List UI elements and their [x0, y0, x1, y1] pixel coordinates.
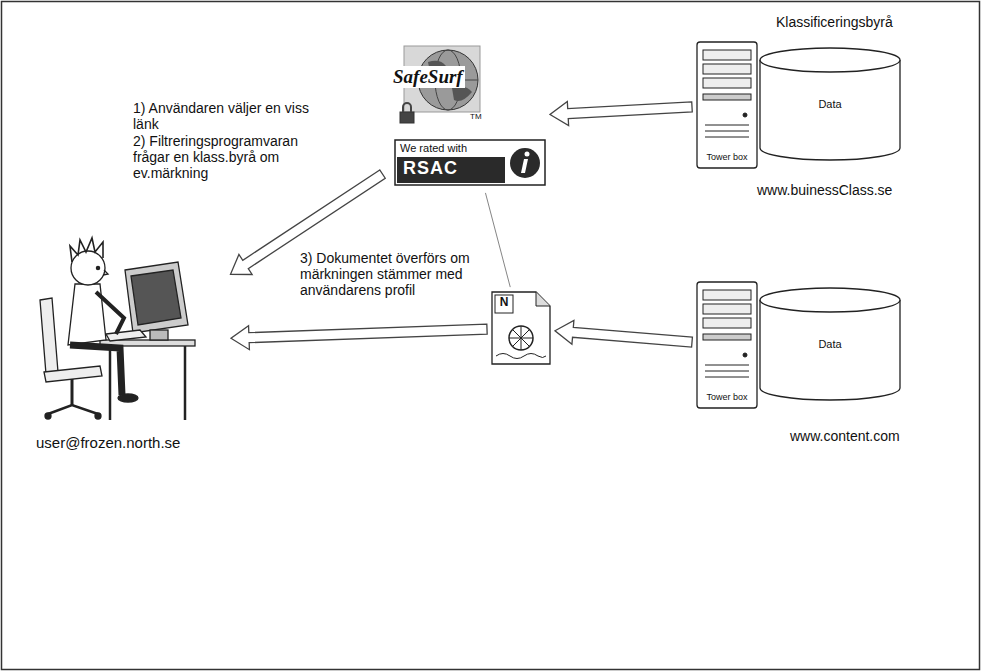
document-icon-part	[496, 354, 546, 359]
data-cylinder-part	[760, 60, 900, 160]
data-caption: Data	[818, 338, 841, 351]
server-tower-part	[703, 304, 751, 314]
server-tower-part	[743, 353, 747, 357]
rsac-badge-part	[397, 157, 505, 183]
server-tower-part	[703, 78, 751, 88]
user-illustration-part	[125, 262, 188, 333]
server-tower-part	[705, 125, 749, 126]
server-tower-part	[703, 64, 751, 74]
rsac-badge-part	[510, 148, 540, 178]
server-tower-part	[705, 137, 749, 138]
rsac-badge-part	[525, 152, 530, 157]
user-illustration-part	[103, 270, 108, 275]
data-cylinder-part	[760, 48, 900, 72]
user-illustration-part	[48, 405, 98, 414]
server-tower-part	[703, 290, 751, 300]
data-caption: Data	[818, 98, 841, 111]
data-cylinder	[760, 288, 900, 400]
user-illustration-part	[45, 413, 51, 419]
agency-title: Klassificeringsbyrå	[776, 14, 893, 30]
user-illustration-part	[96, 266, 99, 269]
badge-caption: We rated with	[400, 142, 467, 155]
site-address: www.content.com	[790, 428, 900, 444]
user-illustration-part	[70, 345, 122, 395]
document-icon-part	[509, 326, 533, 350]
server-tower-part	[703, 94, 751, 100]
trademark-mark: TM	[470, 112, 482, 121]
server-tower-box: Tower box	[695, 40, 759, 170]
user-illustration-part	[71, 251, 105, 285]
user-illustration-part	[96, 292, 124, 334]
safesurf-logo-part	[403, 103, 411, 112]
server-tower-part	[703, 334, 751, 340]
document-icon	[492, 292, 550, 364]
flow-arrow	[555, 320, 692, 347]
rating-badges: SafeSurf We rated withRSAC	[385, 48, 547, 190]
tower-caption: Tower box	[706, 152, 747, 162]
user-illustration-part	[40, 298, 58, 374]
user-illustration-part	[95, 413, 101, 419]
document-box: N	[490, 290, 552, 366]
step-note: 2) Filtreringsprogramvaran frågar en kla…	[133, 133, 333, 181]
link-line	[485, 193, 510, 287]
user-illustration	[40, 238, 195, 420]
safesurf-logo-part	[400, 112, 414, 123]
document-icon-part	[492, 292, 550, 364]
user-workstation: user@frozen.north.se	[28, 222, 228, 462]
rsac-logo-text: RSAC	[403, 158, 458, 179]
server-tower-part	[705, 365, 749, 366]
user-illustration-part	[184, 346, 187, 420]
server-tower-part	[743, 113, 747, 117]
rsac-badge-part	[395, 140, 545, 185]
data-cylinder-box: Data	[760, 288, 900, 400]
user-illustration-part	[68, 284, 106, 345]
server-tower-part	[703, 50, 751, 60]
safesurf-logo-part	[452, 87, 472, 101]
data-cylinder-box: Data	[760, 48, 900, 160]
document-icon-part	[495, 295, 513, 313]
rsac-badge-part	[521, 159, 528, 173]
browser-letter: N	[500, 296, 509, 310]
user-address: user@frozen.north.se	[36, 434, 180, 451]
data-cylinder-part	[760, 300, 900, 400]
data-cylinder-part	[760, 288, 900, 312]
rsac-badge	[395, 140, 545, 185]
document-icon-part	[513, 330, 529, 346]
user-illustration-part	[131, 270, 181, 325]
tower-caption: Tower box	[706, 392, 747, 402]
server-tower-part	[703, 318, 751, 328]
site-address: www.buinessClass.se	[757, 182, 892, 198]
safesurf-logo-text: SafeSurf	[391, 66, 465, 88]
server-tower-part	[705, 377, 749, 378]
user-illustration-part	[118, 394, 138, 402]
server-tower-part	[697, 282, 757, 408]
server-tower	[697, 282, 757, 408]
step-note: 1) Användaren väljer en viss länk	[133, 100, 333, 132]
flow-arrow	[550, 102, 692, 126]
user-illustration-part	[150, 330, 168, 340]
server-tower	[697, 42, 757, 168]
document-icon-part	[513, 330, 529, 346]
flow-arrow	[231, 324, 487, 349]
user-illustration-part	[106, 330, 146, 341]
user-illustration-part	[70, 238, 103, 262]
user-illustration-part	[109, 346, 112, 420]
server-tower-part	[705, 131, 749, 132]
server-tower-box: Tower box	[695, 280, 759, 410]
step-note: 3) Dokumentet överförs om märkningen stä…	[300, 250, 475, 298]
user-illustration-part	[71, 379, 74, 405]
server-tower-part	[705, 371, 749, 372]
server-tower-part	[697, 42, 757, 168]
document-icon-part	[536, 292, 550, 306]
data-cylinder	[760, 48, 900, 160]
